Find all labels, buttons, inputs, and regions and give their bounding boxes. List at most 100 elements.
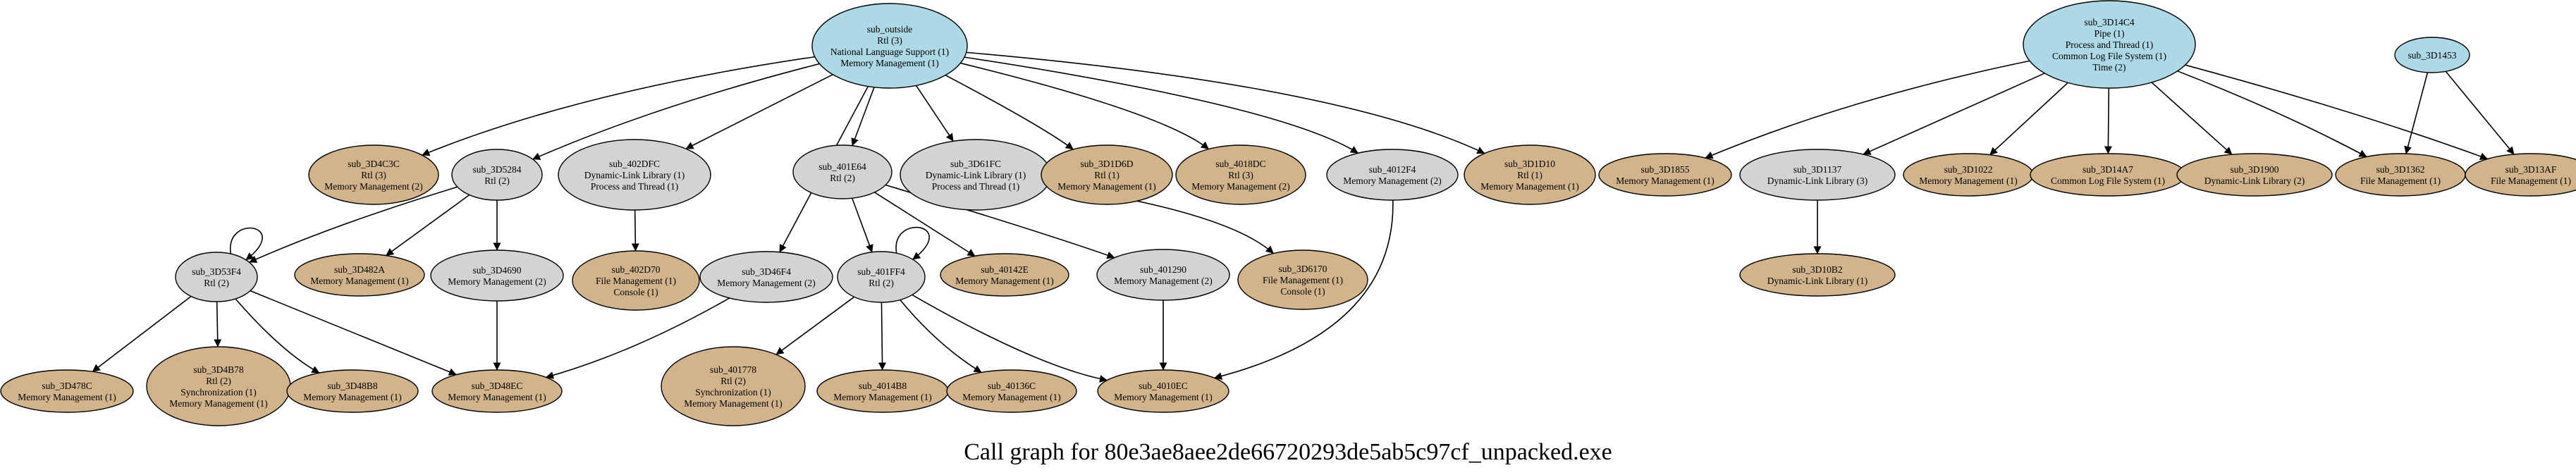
- node-ellipse: [451, 149, 543, 201]
- node-title: sub_3D1D10: [1504, 159, 1555, 169]
- node-detail: Rtl (2): [484, 175, 510, 186]
- edge-sub-3d53f4-to-sub-3d48b8: [235, 298, 320, 374]
- node-ellipse: [1598, 153, 1732, 197]
- node-detail: Rtl (2): [204, 278, 229, 288]
- edge-sub-3d53f4-to-sub-3d48ec: [250, 290, 457, 376]
- node-title: sub_4018DC: [1215, 159, 1265, 169]
- node-ellipse: [2465, 153, 2576, 197]
- edge-sub-3d1453-to-sub-3d13af: [2445, 70, 2515, 155]
- node-title: sub_3D1900: [2230, 164, 2278, 175]
- node-detail: Dynamic-Link Library (1): [1767, 276, 1867, 286]
- node-title: sub_3D1022: [1944, 164, 1992, 175]
- node-ellipse: [792, 144, 893, 199]
- edge-sub-3d53f4-to-sub-3d4b78: [214, 301, 222, 347]
- edge-sub-outside-to-sub-4018dc: [960, 62, 1209, 150]
- node-ellipse: [2030, 153, 2186, 197]
- node-detail: Rtl (2): [206, 376, 231, 386]
- edge-sub-401e64-to-sub-401ff4: [851, 197, 873, 253]
- node-ellipse: [431, 369, 563, 413]
- edge-sub-402dfc-to-sub-402d70: [631, 209, 639, 252]
- node-ellipse: [558, 139, 711, 211]
- node-ellipse: [816, 369, 949, 413]
- node-detail: Dynamic-Link Library (1): [584, 170, 685, 180]
- node-title: sub_3D14C4: [2084, 17, 2135, 27]
- node-title: sub_3D48EC: [472, 381, 523, 391]
- node-title: sub_401778: [710, 364, 756, 375]
- node-title: sub_3D4B78: [193, 364, 244, 375]
- node-detail: Memory Management (1): [310, 276, 408, 286]
- node-title: sub_3D14A7: [2083, 164, 2133, 175]
- node-title: sub_4010EC: [1139, 381, 1188, 391]
- edge-sub-3d14c4-to-sub-3d14a7: [2104, 87, 2112, 154]
- node-title: sub_3D61FC: [950, 159, 1001, 169]
- node-detail: Memory Management (1): [962, 392, 1060, 402]
- node-detail: Memory Management (1): [955, 276, 1053, 286]
- node-sub-3d1453: sub_3D1453: [2394, 37, 2470, 73]
- node-title: sub_3D4C3C: [348, 159, 400, 169]
- edge-sub-401ff4-to-sub-4014b8: [878, 302, 887, 371]
- node-detail: Dynamic-Link Library (2): [2204, 175, 2305, 186]
- node-detail: Memory Management (1): [1616, 175, 1714, 186]
- edge-sub-outside-to-sub-3d61fc: [915, 85, 954, 142]
- node-detail: Memory Management (2): [1114, 276, 1212, 286]
- node-title: sub_40142E: [981, 264, 1029, 275]
- edge-sub-401ff4-to-sub-401ff4: [895, 226, 930, 260]
- node-ellipse: [286, 369, 419, 413]
- node-detail: Synchronization (1): [695, 387, 771, 397]
- node-detail: File Management (1): [596, 276, 676, 286]
- edge-sub-3d53f4-to-sub-3d53f4: [230, 227, 263, 261]
- node-detail: Process and Thread (1): [591, 181, 679, 192]
- edge-sub-401e64-to-sub-40142e: [874, 192, 976, 257]
- node-detail: File Management (1): [2491, 175, 2571, 186]
- node-detail: Memory Management (1): [18, 392, 116, 402]
- edge-sub-outside-to-sub-401e64: [851, 87, 875, 147]
- node-title: sub_3D478C: [42, 381, 92, 391]
- node-detail: Rtl (1): [1094, 170, 1120, 180]
- node-detail: Process and Thread (1): [2066, 39, 2154, 50]
- node-ellipse: [2176, 153, 2333, 197]
- node-ellipse: [175, 252, 258, 302]
- node-detail: Console (1): [613, 287, 658, 297]
- node-title: sub_4014B8: [859, 381, 907, 391]
- node-ellipse: [2335, 153, 2466, 197]
- node-title: sub_402D70: [611, 264, 660, 275]
- node-ellipse: [572, 250, 700, 311]
- node-ellipse: [1041, 144, 1173, 205]
- edge-sub-401ff4-to-sub-401778: [775, 296, 855, 355]
- node-title: sub_3D53F4: [192, 266, 241, 277]
- node-detail: Memory Management (1): [684, 398, 782, 409]
- node-title: sub_3D1453: [2408, 50, 2456, 61]
- node-ellipse: [1739, 253, 1896, 297]
- node-title: sub_outside: [867, 24, 913, 35]
- node-detail: Rtl (3): [361, 170, 386, 180]
- node-detail: Dynamic-Link Library (1): [926, 170, 1026, 180]
- node-title: sub_3D5284: [472, 164, 521, 175]
- node-detail: Dynamic-Link Library (3): [1767, 175, 1867, 186]
- edge-sub-3d46f4-to-sub-3d48ec: [546, 297, 730, 379]
- node-title: sub_3D1855: [1640, 164, 1689, 175]
- graph-caption: Call graph for 80e3ae8aee2de66720293de5a…: [964, 439, 1612, 465]
- node-ellipse: [1903, 153, 2034, 197]
- node-detail: Rtl (2): [830, 173, 855, 183]
- node-ellipse: [811, 3, 968, 89]
- edge-sub-3d14c4-to-sub-3d1362: [2177, 70, 2367, 158]
